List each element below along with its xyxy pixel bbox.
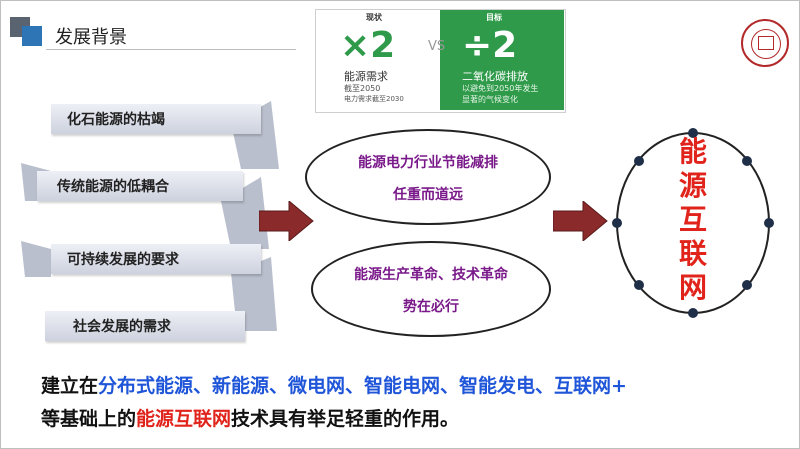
right-arrow-icon [553, 201, 608, 241]
circle-label-char: 能 [678, 135, 707, 168]
network-node-icon [764, 218, 774, 228]
network-node-icon [742, 156, 752, 166]
banner-vs-label: VS [428, 39, 446, 54]
ribbon-item-4: 社会发展的需求 [45, 311, 245, 341]
circle-label-char: 互 [678, 203, 707, 236]
ribbon-item-1: 化石能源的枯竭 [51, 104, 261, 134]
conclusion-line-1: 建立在分布式能源、新能源、微电网、智能电网、智能发电、互联网+ [41, 371, 627, 398]
ellipse-energy-saving: 能源电力行业节能减排 任重而道远 [305, 129, 551, 225]
network-node-icon [742, 280, 752, 290]
banner-current-note2: 电力需求截至2030 [344, 95, 404, 103]
conclusion-highlight-blue: 分布式能源、新能源、微电网、智能电网、智能发电、互联网+ [98, 375, 627, 397]
network-node-icon [634, 156, 644, 166]
ribbon-label: 可持续发展的要求 [67, 252, 179, 268]
banner-current-value: ×2 [340, 25, 396, 66]
circle-label-char: 网 [678, 271, 707, 304]
ellipse-revolution: 能源生产革命、技术革命 势在必行 [311, 241, 551, 337]
ellipse-line2: 势在必行 [403, 299, 459, 315]
network-node-icon [612, 218, 622, 228]
ellipse-line1: 能源生产革命、技术革命 [354, 267, 508, 283]
banner-target-panel: 目标 ÷2 二氧化碳排放 以避免到2050年发生 显著的气候变化 [440, 10, 564, 110]
banner-current-head: 现状 [366, 13, 382, 22]
network-node-icon [688, 128, 698, 138]
banner-current-note1: 截至2050 [344, 84, 381, 93]
network-node-icon [688, 308, 698, 318]
energy-internet-circle [612, 128, 774, 318]
status-vs-target-banner: 现状 ×2 能源需求 截至2050 电力需求截至2030 目标 ÷2 二氧化碳排… [315, 9, 566, 113]
title-divider [46, 49, 296, 50]
ribbon-label: 化石能源的枯竭 [67, 112, 165, 128]
banner-current-panel: 现状 ×2 能源需求 截至2050 电力需求截至2030 [316, 10, 432, 110]
university-seal-icon [741, 19, 789, 67]
banner-current-label: 能源需求 [344, 70, 388, 83]
title-marker-icon [10, 17, 44, 46]
conclusion-highlight-red: 能源互联网 [136, 408, 232, 430]
banner-target-label: 二氧化碳排放 [462, 70, 528, 83]
conclusion-suffix: 技术具有举足轻重的作用。 [231, 408, 460, 430]
circle-label-char: 源 [678, 169, 707, 202]
conclusion-prefix: 等基础上的 [41, 408, 137, 430]
right-arrow-icon [259, 201, 314, 241]
circle-label-char: 联 [678, 237, 707, 270]
ellipse-line1: 能源电力行业节能减排 [358, 155, 498, 171]
banner-target-value: ÷2 [462, 25, 518, 66]
banner-target-note1: 以避免到2050年发生 [462, 84, 539, 93]
conclusion-line-2: 等基础上的能源互联网技术具有举足轻重的作用。 [41, 404, 459, 431]
conclusion-prefix: 建立在 [41, 375, 99, 397]
ribbon-label: 社会发展的需求 [73, 319, 171, 335]
ellipse-line2: 任重而道远 [393, 187, 463, 203]
ribbon-label: 传统能源的低耦合 [57, 179, 169, 195]
ribbon-item-3: 可持续发展的要求 [51, 244, 261, 274]
network-node-icon [634, 280, 644, 290]
ribbon-item-2: 传统能源的低耦合 [37, 171, 243, 201]
banner-target-head: 目标 [486, 13, 502, 22]
page-title: 发展背景 [55, 27, 127, 48]
banner-target-note2: 显著的气候变化 [462, 95, 518, 104]
